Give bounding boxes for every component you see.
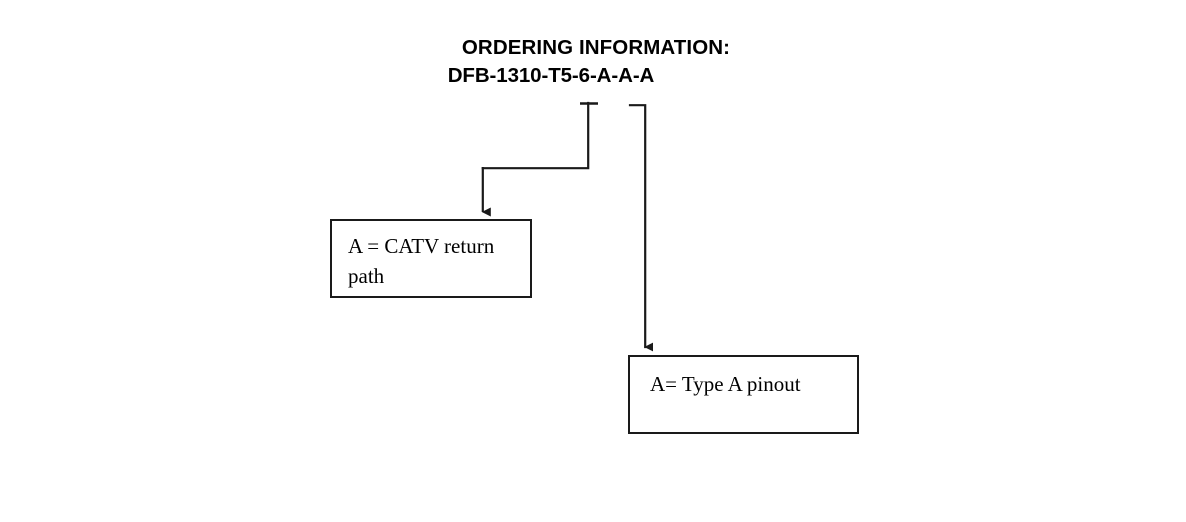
- callout-box-catv-return-path: A = CATV return path: [330, 219, 532, 298]
- callout-text-type-a-pinout: A= Type A pinout: [650, 372, 801, 396]
- callout-box-type-a-pinout: A= Type A pinout: [628, 355, 859, 434]
- connector-pinout-path: [628, 104, 654, 352]
- connector-catv-elbow: [481, 101, 590, 170]
- callout-text-catv-return-path: A = CATV return path: [348, 234, 500, 288]
- connector-type-a-pinout: [628, 104, 654, 352]
- connector-catv-return-path: [481, 101, 598, 217]
